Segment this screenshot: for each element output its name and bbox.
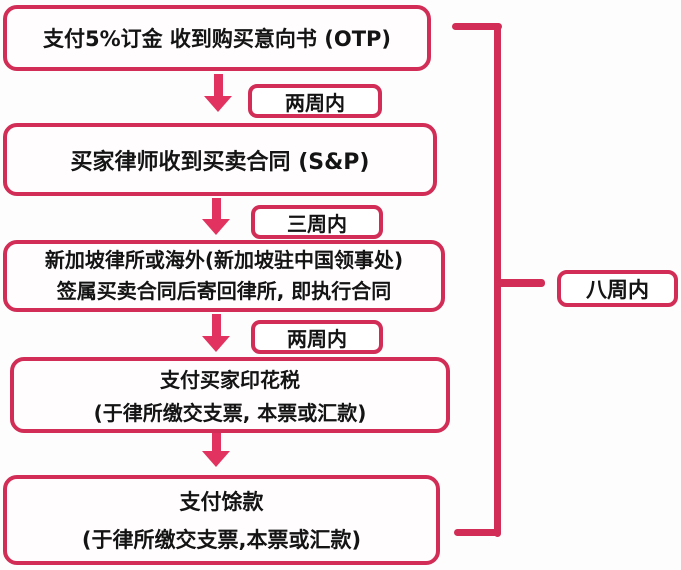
down-arrow-icon bbox=[204, 74, 232, 112]
step-box-pay-deposit-otp: 支付5%订金 收到购买意向书 (OTP) bbox=[3, 5, 431, 71]
arrow-stem bbox=[211, 198, 221, 219]
bracket-vertical-line bbox=[494, 23, 501, 537]
interval-label-three-weeks: 三周内 bbox=[251, 205, 383, 239]
down-arrow-icon bbox=[202, 198, 230, 235]
down-arrow-icon bbox=[202, 314, 230, 352]
arrow-stem bbox=[211, 314, 221, 336]
bracket-top-line bbox=[452, 23, 502, 30]
step-box-pay-balance: 支付馀款 (于律所缴交支票,本票或汇款) bbox=[3, 475, 440, 565]
down-arrow-icon bbox=[202, 433, 230, 467]
step-text-line-1: 支付买家印花税 bbox=[160, 368, 300, 393]
arrow-stem bbox=[213, 74, 223, 96]
step-text-line-1: 支付馀款 bbox=[179, 490, 264, 515]
step-text-line-1: 新加坡律所或海外(新加坡驻中国领事处) bbox=[44, 248, 404, 272]
step-box-pay-stamp-duty: 支付买家印花税 (于律所缴交支票, 本票或汇款) bbox=[10, 357, 450, 433]
step-text-line-2: 签属买卖合同后寄回律所, 即执行合同 bbox=[56, 279, 392, 303]
interval-label-two-weeks-2: 两周内 bbox=[251, 320, 383, 354]
step-box-sign-contract: 新加坡律所或海外(新加坡驻中国领事处) 签属买卖合同后寄回律所, 即执行合同 bbox=[3, 240, 445, 312]
total-duration-label-eight-weeks: 八周内 bbox=[557, 270, 678, 307]
arrow-head bbox=[204, 96, 232, 112]
step-text-line-2: (于律所缴交支票,本票或汇款) bbox=[81, 527, 362, 552]
arrow-head bbox=[202, 219, 230, 235]
step-text: 买家律师收到买卖合同 (S&P) bbox=[70, 149, 370, 175]
step-text: 支付5%订金 收到购买意向书 (OTP) bbox=[42, 27, 392, 51]
bracket-middle-connector bbox=[498, 279, 545, 287]
interval-label-two-weeks-1: 两周内 bbox=[248, 84, 382, 118]
arrow-head bbox=[202, 336, 230, 352]
arrow-head bbox=[202, 451, 230, 467]
bracket-bottom-line bbox=[454, 529, 501, 536]
arrow-stem bbox=[211, 433, 221, 451]
step-box-lawyer-receives-snp: 买家律师收到买卖合同 (S&P) bbox=[3, 123, 437, 196]
step-text-line-2: (于律所缴交支票, 本票或汇款) bbox=[93, 400, 367, 425]
